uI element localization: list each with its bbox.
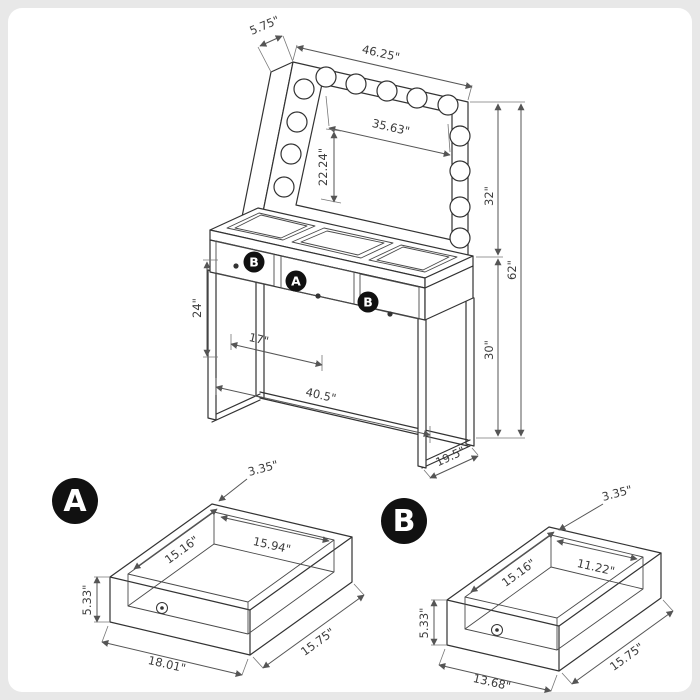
- compartment-outline: [226, 212, 316, 241]
- dimension-label: 22.24": [316, 148, 330, 186]
- drawer-knob-dot: [495, 628, 499, 632]
- compartment-outline: [368, 244, 458, 273]
- dim-clearance-height: 24": [190, 259, 218, 358]
- callout-letter: A: [63, 484, 87, 519]
- dimension-label: 5.33": [80, 585, 94, 616]
- extension-line: [423, 447, 479, 478]
- dim-glass-height: 22.24": [316, 128, 342, 204]
- light-bulb: [345, 73, 367, 95]
- drawer-apron-side: [424, 265, 474, 321]
- extension-line: [470, 101, 525, 258]
- drawer-knob: [491, 624, 503, 636]
- extension-line: [438, 648, 558, 692]
- drawer-knob-dot: [160, 606, 164, 610]
- dimension-line: [262, 594, 365, 669]
- compartment-outline: [291, 227, 394, 259]
- leader-line: [558, 503, 604, 531]
- light-bulb: [449, 125, 471, 147]
- drawer-a-detail: A 3.35" 15.16" 15.94" 5.33": [52, 457, 365, 677]
- compartment-inner: [300, 230, 385, 256]
- drawer-callout-markers: B A B: [243, 251, 379, 313]
- light-bulb: [449, 227, 471, 249]
- front-right-leg: [417, 317, 427, 469]
- drawer-knob: [156, 602, 168, 614]
- dimension-label: 17": [248, 330, 271, 348]
- extension-line: [257, 35, 294, 73]
- compartment-inner: [376, 246, 450, 271]
- dimension-label: 62": [505, 260, 519, 280]
- dimension-label: 40.5": [304, 385, 337, 406]
- compartment-inner: [234, 214, 308, 239]
- center-drawer-front: [280, 255, 355, 305]
- callout-circle-a-large: [52, 478, 98, 524]
- dimension-line: [230, 342, 323, 367]
- light-bulb: [286, 111, 308, 133]
- dimension-label: 5.33": [417, 608, 431, 639]
- drawer-b-inner-corners: [464, 535, 644, 650]
- dim-table-height: 30": [476, 258, 525, 439]
- back-right-leg: [465, 295, 475, 447]
- dim-table-depth: 19.5": [423, 443, 479, 479]
- light-bulb: [293, 78, 315, 100]
- callout-circle-b-left: [243, 251, 265, 273]
- drawer-a-inner-corners: [127, 512, 335, 634]
- dimension-label: 32": [482, 186, 496, 206]
- dimension-line: [296, 44, 473, 90]
- drawer-knob: [387, 311, 393, 317]
- light-bulb: [449, 196, 471, 218]
- light-bulb: [273, 176, 295, 198]
- dim-mirror-height: 32": [470, 101, 525, 258]
- callout-letter: B: [363, 295, 373, 310]
- light-bulb: [437, 94, 459, 116]
- callout-letter: A: [291, 274, 301, 289]
- dimension-line: [328, 125, 451, 158]
- dim-b-front-height: 5.33": [417, 599, 447, 646]
- drawer-knob: [233, 263, 239, 269]
- dimension-line: [133, 508, 218, 570]
- front-left-leg: [207, 269, 217, 421]
- dimension-line: [438, 663, 552, 693]
- dim-knee-width: 17": [230, 330, 323, 371]
- dimension-line: [215, 384, 431, 438]
- drawer-knob: [315, 293, 321, 299]
- dimension-line: [571, 610, 674, 685]
- callout-circle-b-large: [381, 498, 427, 544]
- dimension-line: [259, 35, 283, 47]
- lighted-mirror: [240, 61, 469, 259]
- callout-letter: B: [393, 504, 416, 539]
- dim-table-width: 40.5": [215, 378, 431, 443]
- extension-line: [101, 625, 249, 676]
- callout-circle-a: [285, 270, 307, 292]
- light-bulb: [406, 87, 428, 109]
- light-bulb: [280, 143, 302, 165]
- light-bulb: [376, 80, 398, 102]
- dimension-line: [556, 538, 638, 562]
- dim-overall-height: 62": [505, 103, 525, 437]
- callout-circle-b-right: [357, 291, 379, 313]
- extension-line: [252, 583, 365, 669]
- callout-letter: B: [249, 255, 259, 270]
- extension-line: [203, 259, 218, 358]
- dimension-line: [429, 455, 479, 479]
- dimension-label: 24": [190, 298, 204, 318]
- main-vanity-view: B A B 5.75" 46.25" 35.63": [190, 13, 525, 479]
- top-compartments: [226, 212, 458, 273]
- left-drawer-front: [215, 240, 275, 287]
- dim-a-front-height: 5.33": [80, 576, 110, 623]
- extension-line: [561, 599, 674, 685]
- dimension-label: 30": [482, 340, 496, 360]
- dimension-line: [220, 514, 330, 544]
- dimension-line: [101, 640, 243, 677]
- light-bulb: [449, 160, 471, 182]
- leader-line: [218, 478, 248, 502]
- dimension-line: [470, 531, 555, 593]
- light-bulb: [315, 66, 337, 88]
